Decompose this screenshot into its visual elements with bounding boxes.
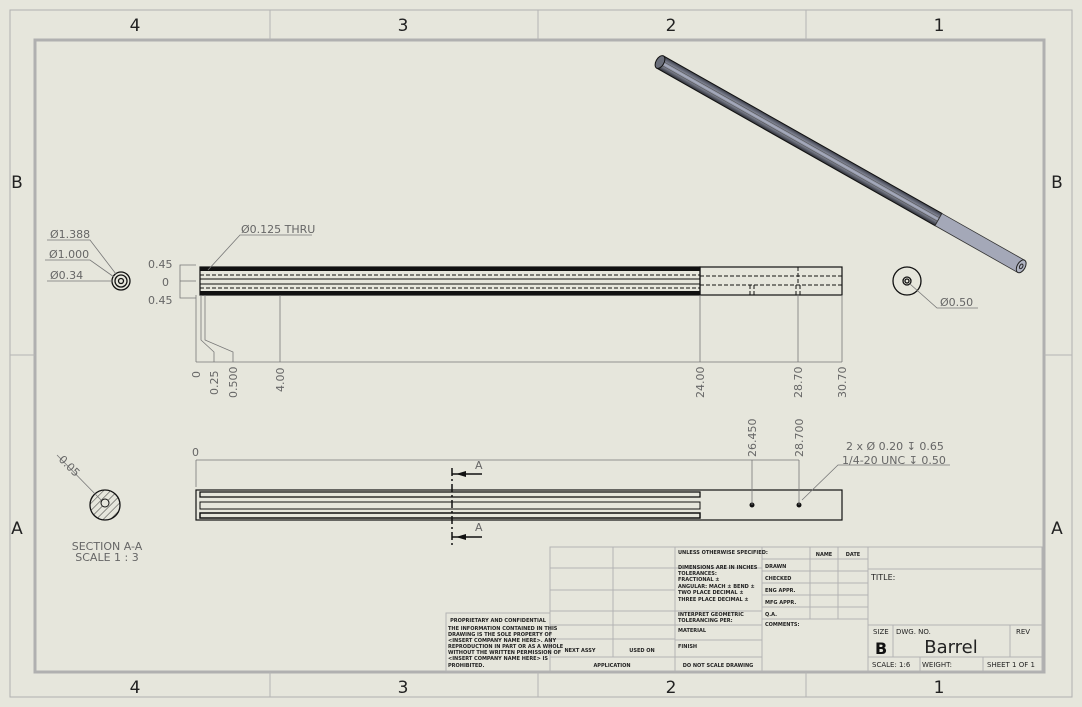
ord-3070: 30.70 bbox=[836, 367, 849, 399]
bottom-view: 0 26.450 28.700 2 x Ø 0.20 ↧ 0.65 1/4-20… bbox=[192, 419, 950, 545]
title-block: UNLESS OTHERWISE SPECIFIED: DIMENSIONS A… bbox=[445, 546, 1043, 672]
section-view: 0.05 SECTION A-A SCALE 1 : 3 bbox=[56, 453, 143, 564]
tb-tol-4: TWO PLACE DECIMAL ± bbox=[678, 590, 744, 596]
inner-border bbox=[33, 38, 1046, 674]
section-marker-top: A bbox=[475, 459, 483, 472]
tb-sheet: SHEET 1 OF 1 bbox=[987, 661, 1035, 669]
dim-diameter-1388: Ø1.388 bbox=[50, 228, 90, 241]
tb-do-not-scale: DO NOT SCALE DRAWING bbox=[683, 663, 754, 669]
zone-row-a-left: A bbox=[11, 519, 23, 539]
tb-used-on: USED ON bbox=[629, 648, 654, 654]
outer-border bbox=[9, 9, 1073, 698]
tb-next-assy: NEXT ASSY bbox=[564, 648, 595, 654]
tb-material: MATERIAL bbox=[678, 628, 707, 634]
section-scale: SCALE 1 : 3 bbox=[75, 551, 138, 564]
right-end-view: Ø0.50 bbox=[892, 266, 978, 309]
tb-tol-5: THREE PLACE DECIMAL ± bbox=[678, 597, 749, 603]
tb-proprietary-title: PROPRIETARY AND CONFIDENTIAL bbox=[450, 618, 547, 624]
ord-28700: 28.700 bbox=[793, 419, 806, 458]
zone-row-b-right: B bbox=[1051, 173, 1063, 193]
dim-vert-0: 0 bbox=[162, 276, 169, 289]
left-end-view: Ø1.388 Ø1.000 Ø0.34 bbox=[45, 228, 131, 291]
tb-comments: COMMENTS: bbox=[765, 622, 799, 628]
tb-drawn: DRAWN bbox=[765, 564, 786, 570]
tb-finish: FINISH bbox=[678, 644, 697, 650]
dim-diameter-1000: Ø1.000 bbox=[49, 248, 89, 261]
zone-dividers bbox=[10, 10, 1072, 697]
tb-unless: UNLESS OTHERWISE SPECIFIED: bbox=[678, 550, 768, 556]
tb-eng-appr: ENG APPR. bbox=[765, 588, 796, 594]
tb-weight: WEIGHT: bbox=[922, 661, 952, 669]
zone-labels: 4 3 2 1 4 3 2 1 B B A A bbox=[11, 16, 1063, 698]
dim-hole-thru: Ø0.125 THRU bbox=[241, 223, 315, 236]
isometric-view[interactable] bbox=[653, 54, 1028, 274]
hole-callout-line1: 2 x Ø 0.20 ↧ 0.65 bbox=[846, 440, 944, 453]
zone-col-1: 1 bbox=[934, 16, 945, 36]
section-marker-bottom: A bbox=[475, 521, 483, 534]
dim-diameter-034: Ø0.34 bbox=[50, 269, 83, 282]
dim-vert-045-top: 0.45 bbox=[148, 258, 173, 271]
tb-prop-line-1: DRAWING IS THE SOLE PROPERTY OF bbox=[448, 632, 552, 638]
zone-row-a-right: A bbox=[1051, 519, 1063, 539]
tb-date: DATE bbox=[846, 552, 861, 558]
zone-col-3: 3 bbox=[398, 16, 409, 36]
zone-col-4: 4 bbox=[130, 16, 141, 36]
tb-tol-2: FRACTIONAL ± bbox=[678, 577, 720, 583]
zone-col-2-bottom: 2 bbox=[666, 678, 677, 698]
tb-prop-line-2: <INSERT COMPANY NAME HERE>. ANY bbox=[448, 638, 556, 644]
tb-name: NAME bbox=[816, 552, 833, 558]
tb-dwg-no-label: DWG. NO. bbox=[896, 628, 931, 636]
tb-prop-line-4: WITHOUT THE WRITTEN PERMISSION OF bbox=[448, 650, 561, 656]
tb-prop-line-5: <INSERT COMPANY NAME HERE> IS bbox=[448, 656, 548, 662]
ord-26450: 26.450 bbox=[746, 419, 759, 458]
front-view: 0.45 0 0.45 Ø0.125 THRU 0 0.25 0.500 4.0… bbox=[148, 223, 849, 398]
ord-025: 0.25 bbox=[208, 371, 221, 396]
bottom-origin: 0 bbox=[192, 446, 199, 459]
zone-col-4-bottom: 4 bbox=[130, 678, 141, 698]
hole-callout-line2: 1/4-20 UNC ↧ 0.50 bbox=[842, 454, 946, 467]
ord-2400: 24.00 bbox=[694, 367, 707, 399]
ord-0: 0 bbox=[190, 371, 203, 378]
zone-col-3-bottom: 3 bbox=[398, 678, 409, 698]
zone-col-2: 2 bbox=[666, 16, 677, 36]
ord-0500: 0.500 bbox=[227, 367, 240, 399]
tb-tol-1: TOLERANCES: bbox=[678, 571, 717, 577]
tb-dwg-no[interactable]: Barrel bbox=[924, 637, 978, 658]
tb-mfg-appr: MFG APPR. bbox=[765, 600, 796, 606]
tb-interpret-1: TOLERANCING PER: bbox=[678, 618, 733, 624]
tb-prop-line-0: THE INFORMATION CONTAINED IN THIS bbox=[448, 626, 558, 632]
tb-prop-line-3: REPRODUCTION IN PART OR AS A WHOLE bbox=[448, 644, 564, 650]
tb-size-label: SIZE bbox=[873, 628, 889, 636]
tb-scale: SCALE: 1:6 bbox=[872, 661, 911, 669]
tb-checked: CHECKED bbox=[765, 576, 791, 582]
zone-col-1-bottom: 1 bbox=[934, 678, 945, 698]
tb-tol-0: DIMENSIONS ARE IN INCHES bbox=[678, 565, 758, 571]
zone-row-b-left: B bbox=[11, 173, 23, 193]
tb-rev-label: REV bbox=[1016, 628, 1030, 636]
tb-application: APPLICATION bbox=[593, 663, 630, 669]
tb-size: B bbox=[875, 639, 887, 658]
tb-qa: Q.A. bbox=[765, 612, 777, 618]
section-label: SECTION A-A bbox=[72, 540, 143, 553]
tb-interpret-0: INTERPRET GEOMETRIC bbox=[678, 612, 744, 618]
tb-title-label: TITLE: bbox=[870, 573, 895, 582]
tb-prop-line-6: PROHIBITED. bbox=[448, 663, 484, 669]
ord-2870: 28.70 bbox=[792, 367, 805, 399]
tb-tol-3: ANGULAR: MACH ± BEND ± bbox=[678, 584, 755, 590]
dim-diameter-050: Ø0.50 bbox=[940, 296, 973, 309]
ord-400: 4.00 bbox=[274, 368, 287, 393]
dim-vert-045-bottom: 0.45 bbox=[148, 294, 173, 307]
